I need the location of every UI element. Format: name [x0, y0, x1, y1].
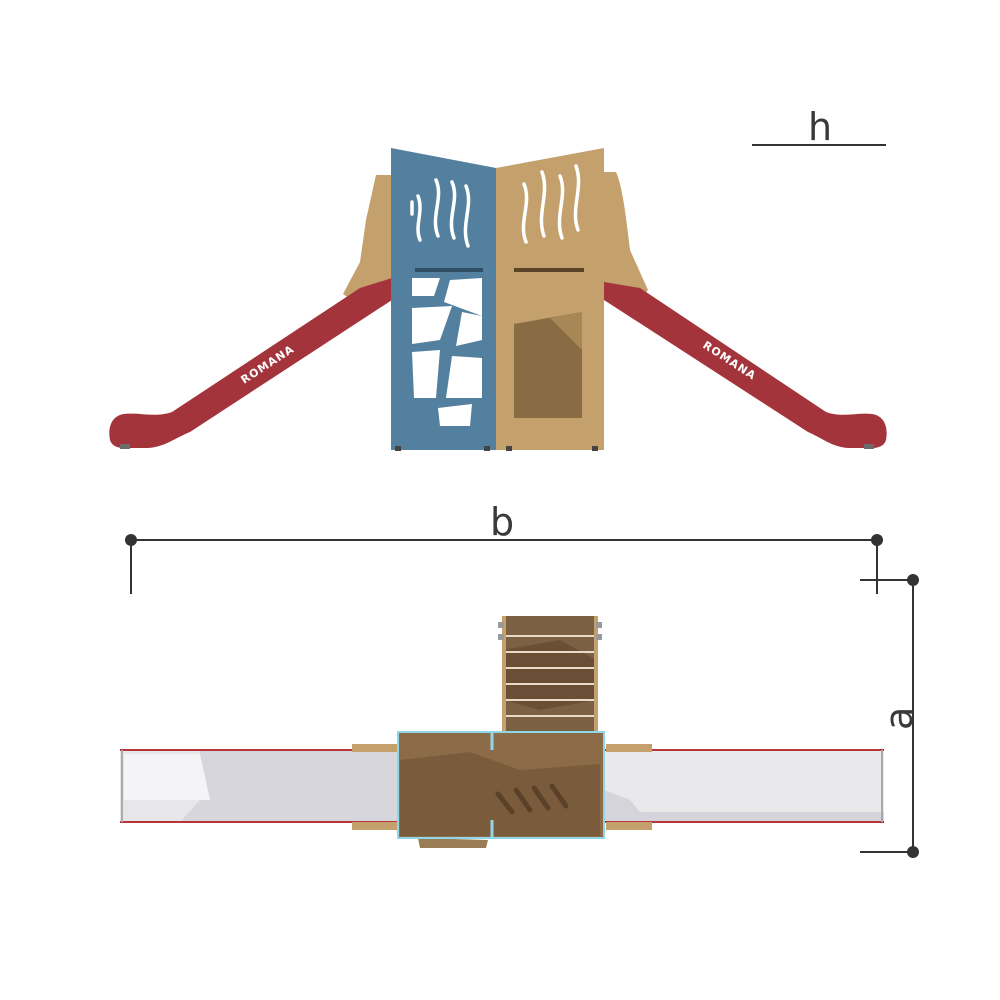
right-slide-connector-top — [606, 744, 652, 752]
front-elevation-view: h ROMANA ROMANA — [109, 105, 887, 451]
tan-panel-foot-right — [592, 446, 598, 451]
blue-panel-window-bottom — [438, 404, 472, 426]
right-slide-bed-shadow — [604, 790, 884, 822]
tan-panel-window-highlight — [550, 312, 582, 350]
ladder-rail-left — [502, 616, 506, 732]
depth-endpoint-bottom — [907, 846, 919, 858]
blue-panel-wave-cutouts — [410, 178, 471, 248]
left-slide-connector-bottom — [352, 822, 398, 830]
left-slide-upper-section — [343, 175, 392, 300]
blue-panel-foot-left — [395, 446, 401, 451]
ladder-rail-right — [594, 616, 598, 732]
left-slide-bed-highlight — [124, 754, 210, 800]
width-label: b — [490, 500, 514, 544]
left-slide: ROMANA — [109, 175, 393, 449]
tan-panel-foot-left — [506, 446, 512, 451]
right-slide-bed — [604, 750, 884, 822]
tan-panel-slot — [514, 268, 584, 272]
tower-platform-plan — [397, 731, 605, 848]
blue-panel-window-lower-left — [412, 350, 440, 398]
tan-panel-window — [514, 312, 582, 418]
width-endpoint-right — [871, 534, 883, 546]
left-slide-plan — [120, 744, 398, 830]
left-slide-connector-top — [352, 744, 398, 752]
left-slide-foot — [120, 444, 130, 449]
blue-panel-window-top-left — [412, 278, 440, 296]
blue-panel-window-mid-right — [456, 312, 482, 346]
right-slide-upper-section — [604, 172, 648, 300]
right-slide-connector-bottom — [606, 822, 652, 830]
ladder-rungs — [506, 635, 594, 717]
height-label: h — [808, 105, 832, 149]
right-slide-plan — [604, 744, 884, 830]
height-dimension: h — [752, 105, 886, 149]
right-slide-foot — [864, 444, 874, 449]
tan-panel-wave-cutouts — [521, 164, 581, 244]
tower-base-shadow — [418, 838, 488, 848]
right-slide-chute — [604, 282, 887, 449]
width-dimension: b — [125, 500, 883, 594]
right-slide: ROMANA — [604, 172, 887, 449]
depth-label: a — [877, 707, 921, 730]
ladder-bolts — [498, 622, 602, 640]
depth-endpoint-top — [907, 574, 919, 586]
blue-panel-window-lower-right — [446, 356, 482, 398]
ladder-plan — [498, 616, 602, 732]
blue-panel-foot-right — [484, 446, 490, 451]
blue-panel-slot — [415, 268, 483, 272]
depth-dimension: a — [860, 574, 921, 858]
left-slide-bed-shadow — [180, 750, 398, 822]
blue-tower-panel — [391, 148, 496, 451]
width-endpoint-left — [125, 534, 137, 546]
tower-platform-outline — [397, 731, 605, 839]
ladder-shadow — [504, 640, 596, 710]
left-slide-chute — [109, 278, 393, 449]
tower-platform-wave-shadows — [495, 783, 569, 815]
blue-panel-window-mid-left — [412, 306, 452, 344]
blue-panel-window-top-right — [444, 278, 482, 316]
tan-tower-panel — [496, 148, 604, 451]
top-plan-view — [120, 616, 884, 848]
